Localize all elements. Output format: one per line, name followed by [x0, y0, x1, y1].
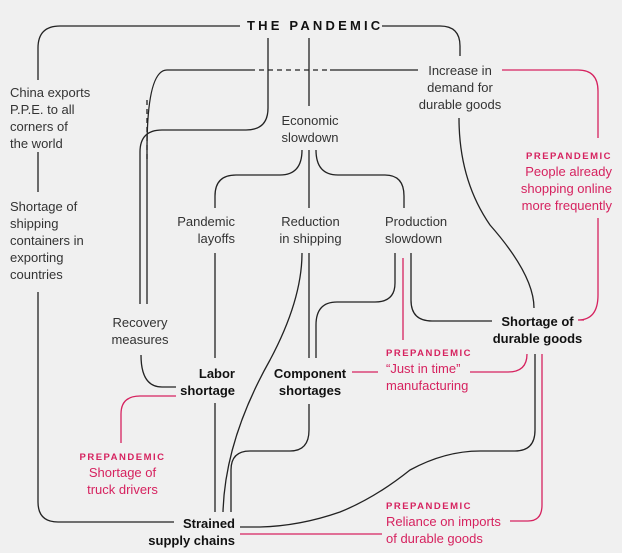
node-line: truck drivers	[87, 482, 158, 497]
node-line: Production	[385, 214, 448, 229]
node-line: Labor	[198, 366, 235, 381]
edge-slowdown-to-layoffs	[214, 149, 303, 208]
node-line: demand for	[427, 80, 493, 95]
node-line: Strained	[182, 516, 235, 531]
node-line: shortages	[278, 383, 342, 398]
node-line: Pandemic	[177, 214, 235, 229]
node-pandemic-layoffs: Pandemic layoffs	[160, 213, 235, 247]
node-line: shopping online	[520, 181, 612, 196]
edge-recovery-to-increase-demand	[146, 69, 250, 304]
node-recovery-measures: Recovery measures	[100, 314, 180, 348]
prepandemic-imports: PREPANDEMIC Reliance on imports of durab…	[386, 500, 501, 547]
edge-pandemic-to-recovery	[139, 38, 269, 304]
edge-recovery-to-labor	[140, 354, 176, 388]
node-line: exporting	[10, 250, 64, 265]
prepandemic-label: PREPANDEMIC	[386, 348, 472, 359]
node-increase-demand: Increase in demand for durable goods	[410, 62, 510, 113]
node-china-exports: China exports P.P.E. to all corners of t…	[10, 84, 90, 152]
node-line: layoffs	[197, 231, 235, 246]
node-line: measures	[111, 332, 169, 347]
node-line: Reduction	[281, 214, 340, 229]
node-strained-supply: Strained supply chains	[140, 515, 235, 549]
node-line: manufacturing	[386, 378, 469, 393]
node-production-slowdown: Production slowdown	[385, 213, 447, 247]
edge-increase-to-durable	[458, 117, 535, 309]
node-line: Recovery	[112, 315, 168, 330]
node-line: the world	[10, 136, 63, 151]
node-line: durable goods	[492, 331, 583, 346]
edge-jit-to-durable	[470, 353, 528, 373]
prepandemic-truck-drivers: PREPANDEMIC Shortage of truck drivers	[70, 451, 175, 498]
node-line: China exports	[10, 85, 91, 100]
edge-slowdown-to-production	[315, 149, 405, 208]
node-line: slowdown	[385, 231, 443, 246]
node-line: Shortage of	[88, 465, 157, 480]
node-line: supply chains	[148, 533, 235, 548]
edge-strained-to-component	[230, 404, 310, 512]
node-line: People already	[525, 164, 612, 179]
node-line: durable goods	[418, 97, 502, 112]
edge-truck-to-labor	[120, 395, 176, 443]
prepandemic-online-shopping: PREPANDEMIC People already shopping onli…	[500, 150, 612, 214]
node-line: slowdown	[281, 130, 339, 145]
edge-online-to-durable	[577, 218, 599, 321]
node-line: Shortage of	[501, 314, 574, 329]
edge-production-to-component	[315, 253, 396, 358]
node-line: of durable goods	[386, 531, 483, 546]
node-reduction-shipping: Reduction in shipping	[268, 213, 353, 247]
node-line: Economic	[281, 113, 339, 128]
node-line: Shortage of	[10, 199, 78, 214]
edge-reduction-to-strained	[222, 252, 303, 513]
node-line: containers in	[10, 233, 84, 248]
node-line: P.P.E. to all	[10, 102, 75, 117]
node-economic-slowdown: Economic slowdown	[270, 112, 350, 146]
node-line: shortage	[180, 383, 235, 398]
node-line: corners of	[10, 119, 68, 134]
node-line: in shipping	[279, 231, 342, 246]
prepandemic-label: PREPANDEMIC	[526, 151, 612, 162]
prepandemic-label: PREPANDEMIC	[386, 501, 472, 512]
node-line: “Just in time”	[386, 361, 461, 376]
node-line: Increase in	[428, 63, 492, 78]
node-line: Component	[273, 366, 347, 381]
node-shipping-containers: Shortage of shipping containers in expor…	[10, 198, 84, 283]
node-line: Reliance on imports	[386, 514, 501, 529]
node-line: more frequently	[521, 198, 612, 213]
edge-pandemic-to-increase-demand	[382, 25, 461, 56]
edge-containers-to-strained	[37, 292, 174, 523]
prepandemic-just-in-time: PREPANDEMIC “Just in time” manufacturing	[386, 347, 472, 394]
edge-online-to-increase-demand	[502, 69, 599, 138]
edge-pandemic-to-china-exports	[37, 25, 240, 80]
node-line: shipping	[10, 216, 59, 231]
node-component-shortages: Component shortages	[265, 365, 355, 399]
node-shortage-durable: Shortage of durable goods	[490, 313, 585, 347]
prepandemic-label: PREPANDEMIC	[79, 452, 166, 463]
edge-strained-to-durable	[240, 354, 536, 528]
edge-production-to-durable	[410, 253, 492, 322]
pandemic-title: THE PANDEMIC	[247, 18, 384, 33]
node-labor-shortage: Labor shortage	[160, 365, 235, 399]
edge-imports-to-durable	[510, 354, 543, 522]
node-line: countries	[10, 267, 63, 282]
